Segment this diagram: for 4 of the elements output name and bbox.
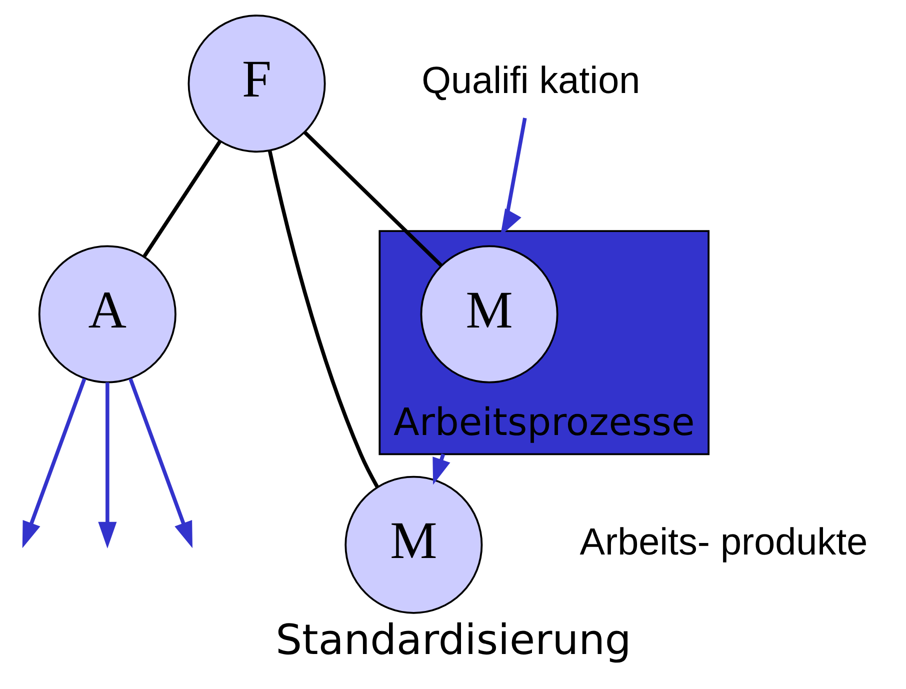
node-text: Qualifi kation (421, 60, 640, 102)
caption: Standardisierung (275, 614, 631, 664)
node-label: Arbeitsprozesse (393, 400, 694, 444)
node-label: Arbeits- produkte (579, 521, 868, 564)
